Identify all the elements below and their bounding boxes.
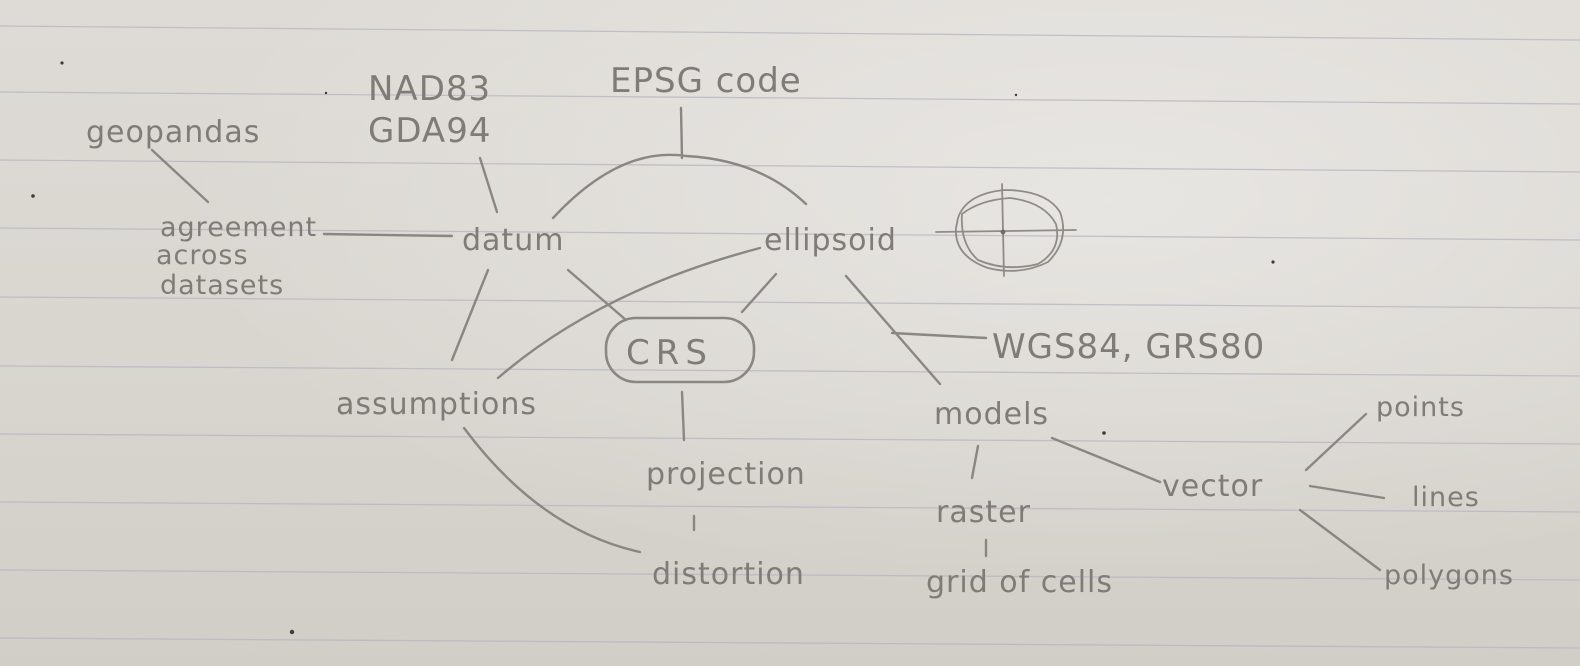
connector-lines xyxy=(150,106,1386,572)
label-projection: projection xyxy=(646,457,806,492)
label-agreement: agreement xyxy=(160,212,317,243)
label-wgs84-grs80: WGS84, GRS80 xyxy=(992,327,1265,367)
label-distortion: distortion xyxy=(652,557,805,592)
ellipsoid-globe-icon xyxy=(935,183,1077,277)
label-gda94: GDA94 xyxy=(368,111,491,151)
label-vector: vector xyxy=(1162,469,1263,504)
labels: EPSG code NAD83 GDA94 geopandas agreemen… xyxy=(86,61,1514,600)
label-models: models xyxy=(934,397,1049,432)
ruled-lines xyxy=(0,25,1580,649)
label-epsg-code: EPSG code xyxy=(610,61,802,101)
pencil-specks xyxy=(31,61,1275,635)
label-polygons: polygons xyxy=(1384,560,1514,591)
label-grid-of-cells: grid of cells xyxy=(926,565,1113,600)
label-across: across xyxy=(156,240,249,271)
label-assumptions: assumptions xyxy=(336,387,537,422)
label-geopandas: geopandas xyxy=(86,115,260,150)
label-nad83: NAD83 xyxy=(368,69,491,109)
label-raster: raster xyxy=(936,495,1031,530)
label-ellipsoid: ellipsoid xyxy=(764,223,897,258)
label-crs: CRS xyxy=(626,333,713,373)
label-datasets: datasets xyxy=(160,270,284,301)
label-lines: lines xyxy=(1412,482,1480,513)
label-points: points xyxy=(1376,392,1465,423)
crs-outline xyxy=(604,316,756,384)
label-datum: datum xyxy=(462,223,564,258)
